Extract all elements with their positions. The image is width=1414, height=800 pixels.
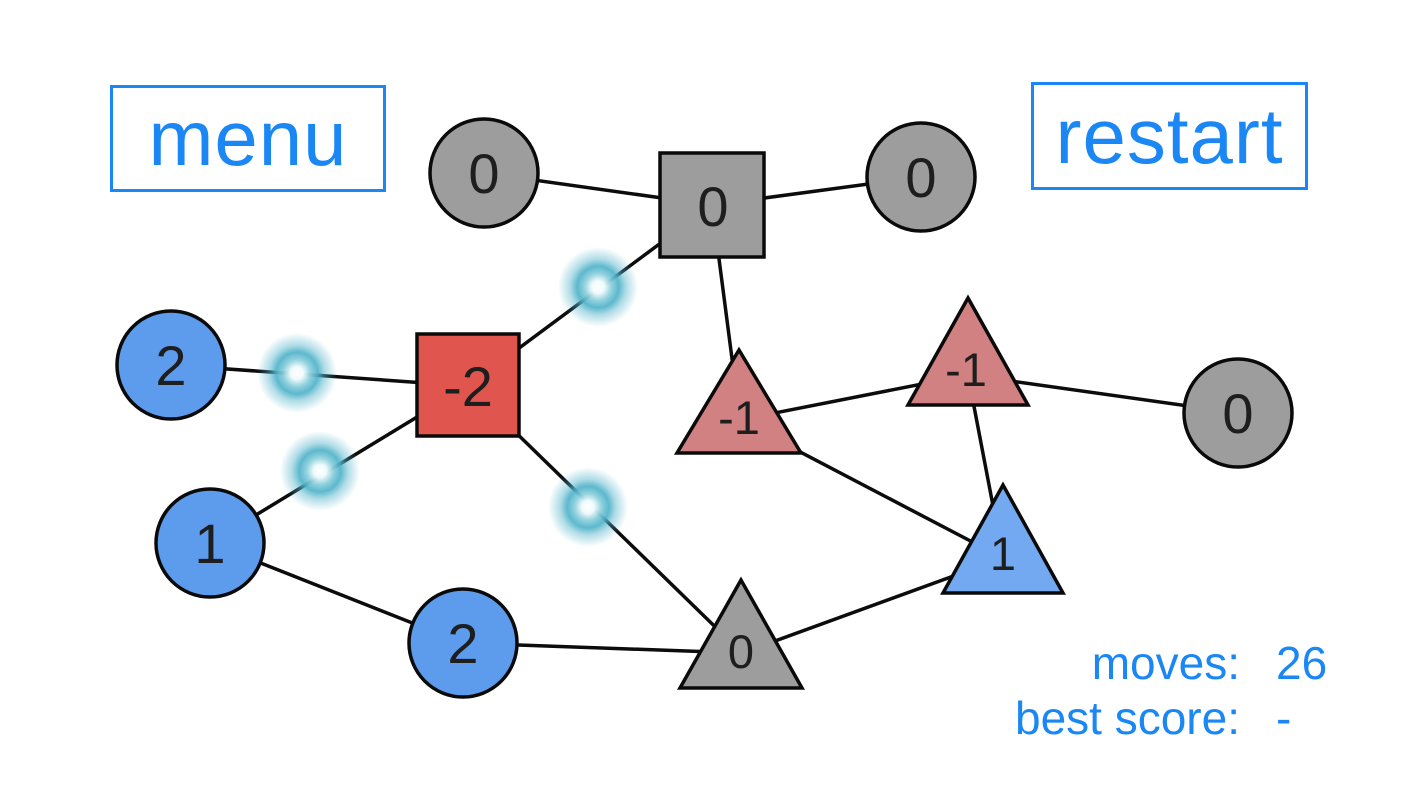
- score-panel: moves: 26 best score: -: [1015, 636, 1332, 746]
- edge-glow-marker: [548, 467, 628, 547]
- blue-circle-shape[interactable]: [115, 309, 227, 421]
- blue-circle-shape[interactable]: [154, 487, 266, 599]
- red-triangle-shape[interactable]: [905, 294, 1031, 407]
- gray-circle-shape[interactable]: [1182, 357, 1294, 469]
- gray-circle-shape[interactable]: [865, 121, 977, 233]
- restart-button[interactable]: restart: [1031, 82, 1308, 190]
- menu-button[interactable]: menu: [110, 85, 386, 192]
- node-t1-right[interactable]: 1: [940, 481, 1066, 595]
- red-triangle-shape[interactable]: [673, 346, 805, 455]
- node-c0-top-right[interactable]: 0: [865, 121, 977, 233]
- restart-button-label: restart: [1055, 91, 1284, 180]
- node-s-2-mid[interactable]: -2: [415, 332, 521, 438]
- menu-button-label: menu: [148, 94, 348, 182]
- node-c2-left[interactable]: 2: [115, 309, 227, 421]
- node-c0-top-left[interactable]: 0: [428, 117, 540, 229]
- node-c1-left[interactable]: 1: [154, 487, 266, 599]
- moves-value: 26: [1276, 637, 1328, 689]
- node-s0-top[interactable]: 0: [658, 151, 766, 259]
- edge-glow-marker: [257, 333, 337, 413]
- node-c0-right[interactable]: 0: [1182, 357, 1294, 469]
- red-square-shape[interactable]: [415, 332, 521, 438]
- gray-triangle-shape[interactable]: [677, 576, 805, 690]
- best-score-label: best score:: [1015, 692, 1240, 744]
- node-t-1-mid[interactable]: -1: [673, 346, 805, 455]
- blue-circle-shape[interactable]: [407, 587, 519, 699]
- node-c2-bottom[interactable]: 2: [407, 587, 519, 699]
- node-t0-bottom[interactable]: 0: [677, 576, 805, 690]
- edge-glow-marker: [280, 431, 360, 511]
- moves-label: moves:: [1091, 637, 1240, 689]
- edge-glow-marker: [558, 247, 638, 327]
- best-score-value: -: [1276, 692, 1292, 744]
- blue-triangle-shape[interactable]: [940, 481, 1066, 595]
- gray-circle-shape[interactable]: [428, 117, 540, 229]
- node-t-1-right[interactable]: -1: [905, 294, 1031, 407]
- glow-layer: [257, 247, 638, 547]
- gray-square-shape[interactable]: [658, 151, 766, 259]
